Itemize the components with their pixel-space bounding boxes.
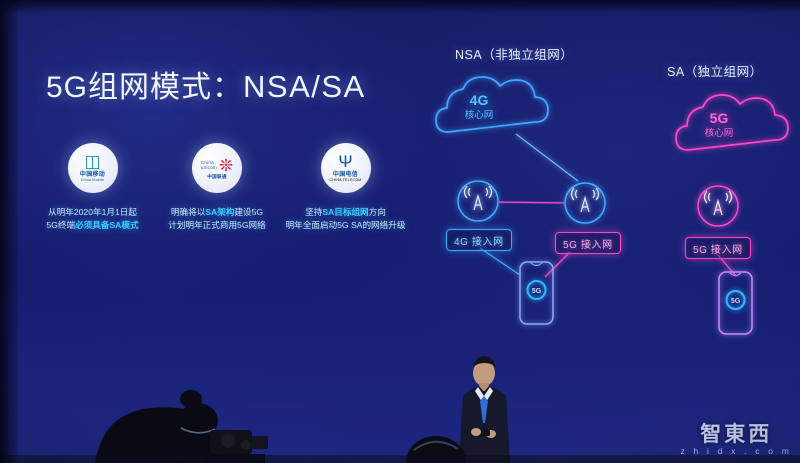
sa-5g-access-label: 5G 接入网 [685,237,751,259]
china-mobile-caption-line2: 5G终端必须具备SA模式 [40,219,145,232]
china-unicom-caption-line1-post: 建设5G [234,207,264,217]
china-telecom-caption-line1: 坚持SA目标组网方向 [283,206,408,219]
carrier-china-mobile: ◫ 中国移动 China Mobile 从明年2020年1月1日起 5G终端必须… [40,143,145,233]
nsa-link-core-to-5g [515,133,579,182]
carrier-china-unicom: China unicom ❊ 中国联通 明确将以SA架构建设5G 计划明年正式商… [157,143,277,233]
china-telecom-mark-icon: Ψ [338,152,353,172]
sa-heading: SA（独立组网） [667,65,763,79]
speaker-on-stage [459,356,510,463]
nsa-core-label-small: 核心网 [464,109,494,121]
sa-core-label: 5G 核心网 [693,110,745,139]
nsa-5g-tower-glyph [570,187,600,213]
nsa-5g-access-label: 5G 接入网 [555,232,621,254]
sa-5g-tower-icon [697,185,739,227]
china-unicom-logo: China unicom ❊ 中国联通 [192,143,242,193]
china-telecom-caption-line2: 明年全面启动5G SA的网络升级 [285,220,406,231]
svg-text:5G: 5G [532,288,542,295]
svg-text:5G: 5G [731,298,741,305]
watermark: 智東西 z h i d x . c o m [680,424,792,456]
nsa-device-icon: 5G [519,261,554,325]
china-unicom-logo-cn: 中国联通 [207,173,227,179]
nsa-5g-tower-icon [564,182,606,224]
nsa-heading: NSA（非独立组网） [455,48,574,62]
carrier-china-telecom: Ψ 中国电信 CHINA TELECOM 坚持SA目标组网方向 明年全面启动5G… [283,143,408,233]
nsa-link-4g-access-to-device [479,247,521,276]
sa-device-icon: 5G [718,271,753,335]
watermark-en: z h i d x . c o m [680,445,792,456]
screen-top-edge [0,0,800,14]
china-telecom-logo: Ψ 中国电信 CHINA TELECOM [320,143,371,193]
china-telecom-caption: 坚持SA目标组网方向 明年全面启动5G SA的网络升级 [283,206,408,233]
slide-title-cn: 5G组网模式： [46,71,244,104]
screen-left-edge [0,0,18,463]
china-unicom-caption-line1-highlight: SA架构 [205,207,235,217]
nsa-link-5g-access-to-device [544,251,571,278]
sa-5g-tower-glyph [703,190,733,216]
nsa-4g-access-label: 4G 接入网 [446,229,512,251]
watermark-cn: 智東西 [700,422,773,446]
china-mobile-mark-icon: ◫ [84,152,101,172]
china-mobile-caption-line1: 从明年2020年1月1日起 [48,207,137,217]
slide-title: 5G组网模式：NSA/SA [46,62,366,106]
audience-silhouette-left [95,390,218,463]
china-telecom-caption-line1-highlight: SA目标组网 [322,207,369,217]
china-telecom-caption-line1-post: 方向 [368,207,386,217]
china-telecom-logo-en: CHINA TELECOM [329,178,362,183]
china-unicom-caption-line2: 计划明年正式商用5G网络 [168,220,266,231]
china-mobile-logo: ◫ 中国移动 China Mobile [67,143,118,193]
china-unicom-logo-en-line2: unicom [200,165,217,171]
nsa-core-label: 4G 核心网 [452,92,506,121]
sa-core-label-small: 核心网 [704,127,734,139]
china-mobile-logo-en: China Mobile [80,178,105,183]
stage-floor-shadow [0,455,800,463]
nsa-4g-tower-glyph [463,185,493,211]
china-unicom-mark-icon: ❊ [218,155,234,175]
slide-title-latin: NSA/SA [243,69,366,104]
china-mobile-caption-line2-highlight: 必须具备SA模式 [75,220,139,231]
nsa-core-label-big: 4G [469,92,489,108]
nsa-4g-tower-icon [457,180,499,222]
nsa-link-4g-to-5g [498,201,565,204]
china-unicom-caption: 明确将以SA架构建设5G 计划明年正式商用5G网络 [157,206,277,233]
camera-rig-silhouette [205,430,268,463]
sa-core-label-big: 5G [709,110,729,126]
china-mobile-caption-line2-pre: 5G终端 [46,220,76,231]
audience-silhouette-center [406,436,466,463]
china-telecom-caption-line1-pre: 坚持 [305,207,323,217]
china-unicom-caption-line1: 明确将以SA架构建设5G [157,206,277,219]
china-mobile-caption: 从明年2020年1月1日起 5G终端必须具备SA模式 [40,206,145,233]
china-unicom-caption-line1-pre: 明确将以 [170,207,206,217]
